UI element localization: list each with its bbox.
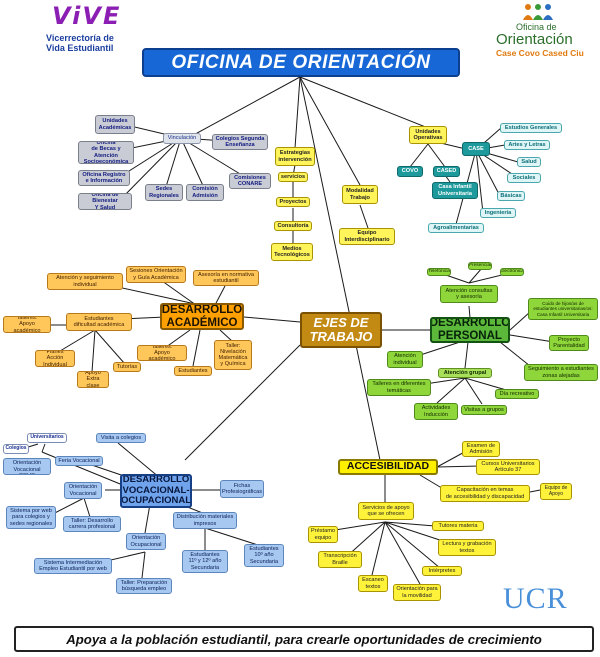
node-telefonica: Telefónica	[427, 268, 451, 276]
node-transcripcion-braille: Transcripción Braille	[318, 551, 362, 568]
node-actividades-induccion: Actividades Inducción	[414, 403, 458, 420]
node-prestamo-equipo: Préstamo equipo	[308, 526, 338, 543]
node-tutores-materia: Tutores materia	[432, 521, 484, 531]
node-agroalimentarias: Agroalimentarias	[428, 223, 484, 233]
node-colegios-segunda: Colegios Segunda Enseñanza	[212, 134, 268, 150]
node-oficina-becas: Oficina de Becas y Atención Socioeconómi…	[78, 141, 134, 164]
node-atencion-consultas: Atención consultas y asesoría	[440, 285, 498, 303]
vive-logo: ViVE Vicerrectoría de Vida Estudiantil	[38, 2, 148, 53]
node-talleres-apoyo-1: Talleres: Apoyo académico	[3, 316, 51, 333]
node-servicios: servicios	[278, 172, 308, 182]
orientacion-logo-line1: Oficina de	[516, 22, 557, 32]
node-sistema-web: Sistema por web para colegios y sedes re…	[6, 506, 56, 529]
node-proyecto-parentalidad: Proyecto Parentalidad	[549, 335, 589, 351]
node-talleres-apoyo-2: Talleres: Apoyo académico	[137, 345, 187, 361]
orientacion-logo-line3: Case Covo Cased Ciu	[496, 48, 584, 58]
node-atencion-seguimiento: Atención y seguimiento individual	[47, 273, 123, 290]
node-salud: Salud	[517, 157, 541, 167]
node-taller-preparacion: Taller: Preparación búsqueda empleo	[116, 578, 172, 594]
node-orientacion-ocupacional: Orientación Ocupacional	[126, 533, 166, 550]
node-unidades-academicas: Unidades Académicas	[95, 115, 135, 134]
node-sistema-intermediacion: Sistema Intermediación Empleo Estudianti…	[34, 558, 112, 574]
node-orientacion-movilidad: Orientación para la movilidad	[393, 584, 441, 601]
node-ejes-trabajo: EJES DE TRABAJO	[300, 312, 382, 348]
node-taller-nivelacion: Taller: Nivelación Matemática y Química	[214, 340, 252, 370]
node-desarrollo-academico: DESARROLLO ACADÉMICO	[160, 303, 244, 330]
node-fichas-profesiograficas: Fichas Profesiográficas	[220, 480, 264, 498]
node-apoyo-extra-clase: Apoyo Extra clase	[77, 371, 109, 388]
node-estudiantes-dificultad: Estudiantes dificultad académica	[66, 313, 132, 331]
node-lectura-grabacion: Lectura y grabación textos	[438, 539, 496, 556]
vive-logo-line2: Vida Estudiantil	[46, 43, 114, 53]
node-unidades-operativas: Unidades Operativas	[409, 126, 447, 144]
node-ingenieria: Ingeniería	[480, 208, 516, 218]
node-comision-admision: Comisión Admisión	[186, 184, 224, 201]
node-modalidad-trabajo: Modalidad Trabajo	[342, 185, 378, 204]
node-electronica: Electrónica	[500, 268, 524, 276]
ucr-logo: UCR	[503, 582, 568, 615]
node-cuido-hijos: Cuido de hijos/as de estudiantes univers…	[528, 298, 598, 320]
node-distribucion-materiales: Distribución materiales impresos	[173, 512, 237, 529]
node-cursos-universitarios: Cursos Universitarios Artículo 37	[476, 459, 540, 475]
node-atencion-individual: Atención individual	[387, 351, 423, 368]
node-universitarios: Universitarios	[27, 433, 67, 443]
node-capacitacion: Capacitación en temas de accesibilidad y…	[440, 485, 530, 502]
node-basicas: Básicas	[497, 191, 525, 201]
node-proyectos: Proyectos	[276, 197, 310, 207]
node-equipo-apoyo: Equipo de Apoyo	[540, 483, 572, 500]
node-planes-accion: Planes Acción Individual	[35, 350, 75, 367]
node-accesibilidad: ACCESIBILIDAD	[338, 459, 438, 475]
node-covo: COVO	[397, 166, 423, 177]
node-interpretes: Intérpretes	[422, 566, 462, 576]
node-feria-vocacional: Feria Vocacional	[55, 456, 103, 466]
node-presencial: Presencial	[468, 262, 492, 270]
node-orientacion-vocacional: Orientación Vocacional	[64, 482, 102, 499]
node-oficina-bienestar: Oficina de Bienestar Y Salud	[78, 193, 132, 210]
node-comisiones-conare: Comisiones CONARE	[229, 173, 271, 189]
vive-logo-mark: ViVE	[52, 2, 122, 30]
node-sedes-regionales: Sedes Regionales	[145, 184, 183, 201]
node-dia-recreativo: Día recreativo	[495, 389, 539, 399]
node-oficina-registro: Oficina Registro e Información	[78, 170, 130, 186]
page-title: OFICINA DE ORIENTACIÓN	[142, 48, 460, 77]
people-icon	[523, 4, 553, 20]
node-taller-desarrollo: Taller: Desarrollo carrera profesional	[63, 516, 121, 532]
node-examen-admision: Examen de Admisión	[462, 441, 500, 457]
node-estudiantes: Estudiantes	[174, 366, 212, 376]
node-equipo-interdisciplinario: Equipo Interdisciplinario	[339, 228, 395, 245]
footer-banner: Apoya a la población estudiantil, para c…	[14, 626, 594, 652]
orientacion-logo: Oficina de Orientación Case Covo Cased C…	[478, 2, 598, 58]
node-tutorias: Tutorías	[113, 362, 141, 372]
node-vinculacion: Vinculación	[163, 133, 201, 144]
node-sociales: Sociales	[507, 173, 541, 183]
node-artes-letras: Artes y Letras	[504, 140, 550, 150]
node-estudiantes-11-12: Estudiantes 11º y 12º año Secundaria	[182, 550, 228, 573]
node-asesoria-normativa: Asesoría en normativa estudiantil	[193, 270, 259, 286]
vive-logo-line1: Vicerrectoría de	[46, 33, 114, 43]
node-estrategias: Estrategias intervención	[275, 147, 315, 166]
node-estudios-generales: Estudios Generales	[500, 123, 562, 133]
node-atencion-grupal: Atención grupal	[438, 368, 492, 378]
node-desarrollo-personal: DESARROLLO PERSONAL	[430, 317, 510, 343]
node-seguimiento-zonas: Seguimiento a estudiantes zonas alejadas	[524, 364, 598, 381]
node-sesiones-orientacion: Sesiones Orientación y Guía Académica	[126, 266, 186, 283]
node-servicios-apoyo: Servicios de apoyo que se ofrecen	[358, 502, 414, 520]
node-escaneo-textos: Escaneo textos	[358, 575, 388, 592]
node-talleres-tematicas: Talleres en diferentes temáticas	[367, 379, 431, 396]
node-medios-tecnologicos: Medios Tecnológicos	[271, 243, 313, 261]
node-visitas-grupos: Visitas a grupos	[461, 405, 507, 415]
orientacion-logo-line2: Orientación	[496, 31, 573, 48]
node-cased: CASED	[433, 166, 460, 177]
node-citas-orientacion: Citas Orientación Vocacional COVO	[3, 458, 51, 475]
node-visita-colegios: Visita a colegios	[96, 433, 146, 443]
node-case: CASE	[462, 142, 490, 156]
node-consultoria: Consultoría	[274, 221, 312, 231]
node-casa-infantil: Casa Infantil Universitaria	[432, 182, 478, 199]
node-estudiantes-10: Estudiantes 10º año Secundaria	[244, 544, 284, 567]
node-desarrollo-vocacional: DESARROLLO VOCACIONAL- OCUPACIONAL	[120, 474, 192, 508]
node-colegios: Colegios	[3, 444, 29, 454]
